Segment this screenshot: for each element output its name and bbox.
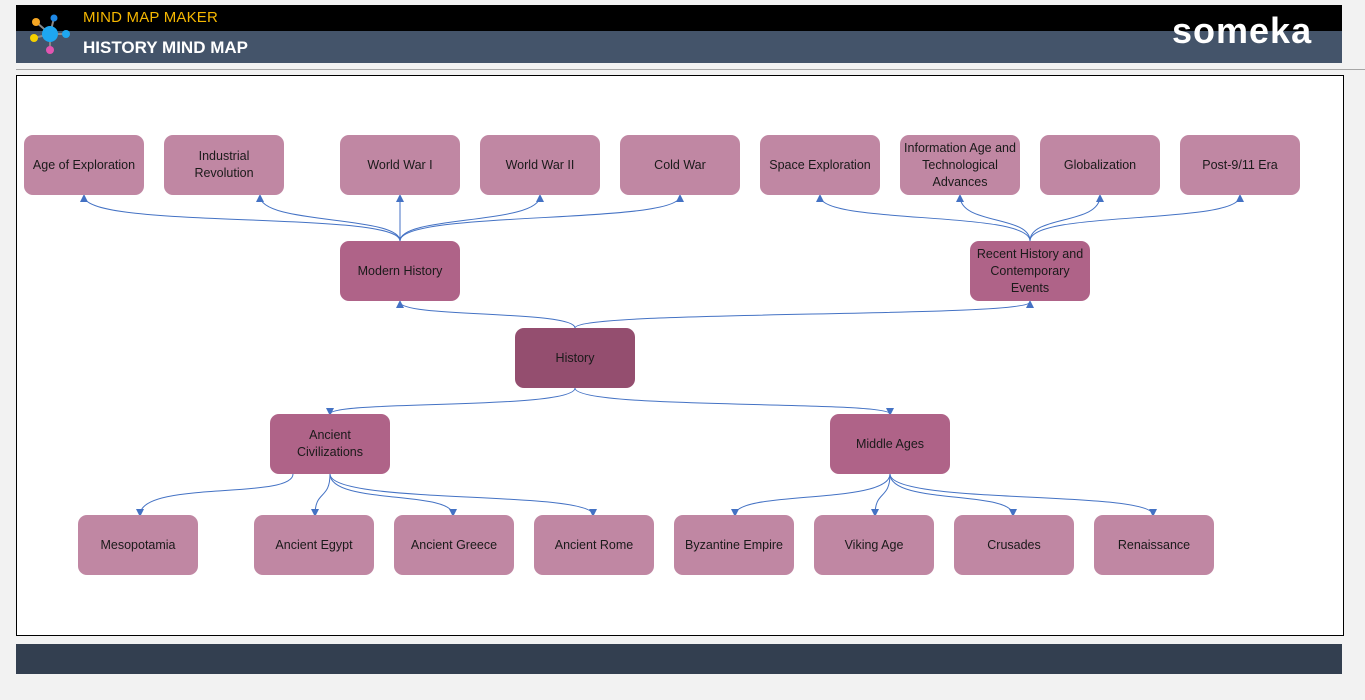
header-title-bar <box>16 31 1342 63</box>
node-recent-history[interactable]: Recent History and Contemporary Events <box>970 241 1090 301</box>
node-byzantine-empire[interactable]: Byzantine Empire <box>674 515 794 575</box>
node-ancient-rome[interactable]: Ancient Rome <box>534 515 654 575</box>
node-industrial-revolution[interactable]: Industrial Revolution <box>164 135 284 195</box>
node-cold-war[interactable]: Cold War <box>620 135 740 195</box>
node-crusades[interactable]: Crusades <box>954 515 1074 575</box>
node-ancient-civilizations[interactable]: Ancient Civilizations <box>270 414 390 474</box>
node-modern-history[interactable]: Modern History <box>340 241 460 301</box>
mind-map-logo-icon <box>30 14 70 54</box>
node-world-war-i[interactable]: World War I <box>340 135 460 195</box>
footer-bar <box>16 644 1342 674</box>
node-age-of-exploration[interactable]: Age of Exploration <box>24 135 144 195</box>
node-ancient-greece[interactable]: Ancient Greece <box>394 515 514 575</box>
brand-logo: someka <box>1172 10 1313 51</box>
node-ancient-egypt[interactable]: Ancient Egypt <box>254 515 374 575</box>
header-separator <box>16 69 1365 70</box>
node-world-war-ii[interactable]: World War II <box>480 135 600 195</box>
node-viking-age[interactable]: Viking Age <box>814 515 934 575</box>
node-post-9-11-era[interactable]: Post-9/11 Era <box>1180 135 1300 195</box>
node-middle-ages[interactable]: Middle Ages <box>830 414 950 474</box>
node-space-exploration[interactable]: Space Exploration <box>760 135 880 195</box>
page-title: HISTORY MIND MAP <box>83 38 248 57</box>
app-title: MIND MAP MAKER <box>83 9 219 26</box>
node-globalization[interactable]: Globalization <box>1040 135 1160 195</box>
node-information-age[interactable]: Information Age and Technological Advanc… <box>900 135 1020 195</box>
header-top-bar <box>16 5 1342 31</box>
node-mesopotamia[interactable]: Mesopotamia <box>78 515 198 575</box>
node-history[interactable]: History <box>515 328 635 388</box>
node-renaissance[interactable]: Renaissance <box>1094 515 1214 575</box>
